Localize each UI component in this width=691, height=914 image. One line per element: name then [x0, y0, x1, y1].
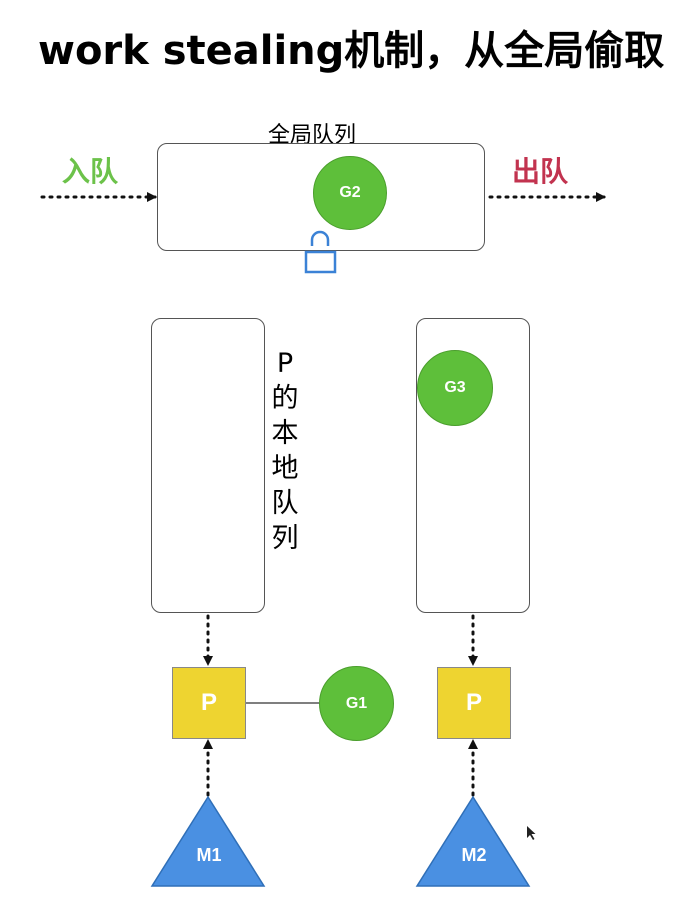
goroutine-g2: G2 [313, 156, 387, 230]
lock-icon [304, 230, 337, 274]
machine-m2 [415, 795, 531, 887]
local-queue-label: P 的 本 地 队 列 [267, 346, 303, 556]
local-queue-label-char: 的 [271, 383, 299, 414]
machine-m1 [150, 795, 266, 887]
dequeue-label: 出队 [512, 155, 569, 188]
enqueue-label: 入队 [62, 155, 119, 188]
processor-p1: P [172, 667, 246, 739]
local-queue-label-char: 本 [271, 418, 299, 449]
local-queue-label-char: 队 [271, 488, 299, 519]
local-queue-1 [151, 318, 265, 613]
processor-p2: P [437, 667, 511, 739]
machine-m2-label: M2 [461, 845, 487, 865]
local-queue-label-char: 地 [271, 453, 299, 484]
local-queue-label-char: 列 [271, 523, 299, 554]
local-queue-label-char: P [276, 348, 294, 379]
goroutine-g1: G1 [319, 666, 394, 741]
cursor-icon [527, 826, 536, 840]
goroutine-g3: G3 [417, 350, 493, 426]
machine-m1-label: M1 [196, 845, 222, 865]
page-title: work stealing机制，从全局偷取 [38, 28, 665, 74]
